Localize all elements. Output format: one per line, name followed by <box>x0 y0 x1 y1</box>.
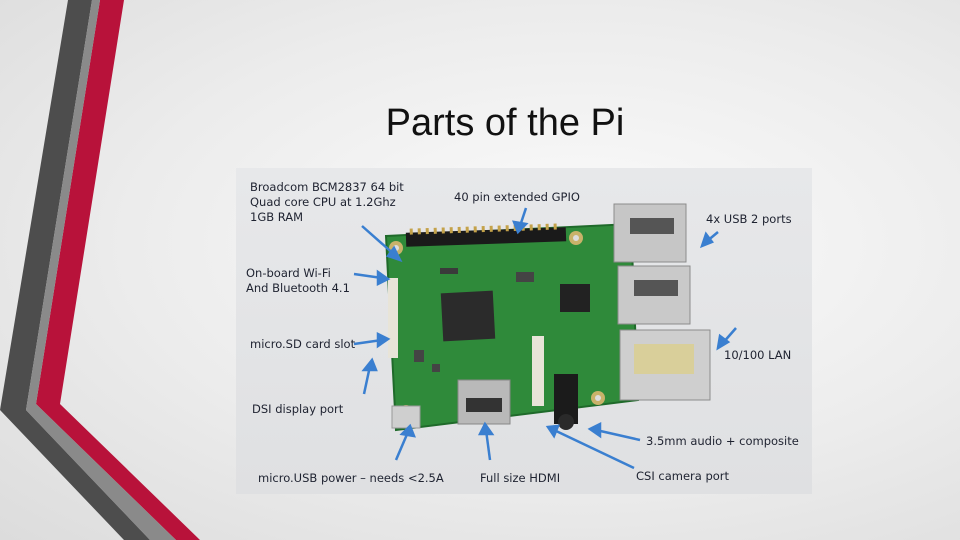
label-power: micro.USB power – needs <2.5A <box>258 471 444 486</box>
label-csi: CSI camera port <box>636 469 729 484</box>
label-usb: 4x USB 2 ports <box>706 212 792 227</box>
label-hdmi: Full size HDMI <box>480 471 560 486</box>
label-cpu-line1: Broadcom BCM2837 64 bit <box>250 180 404 195</box>
dsi-connector <box>388 278 398 358</box>
label-wifi-line1: On-board Wi-Fi <box>246 266 350 281</box>
label-cpu: Broadcom BCM2837 64 bit Quad core CPU at… <box>250 180 404 225</box>
csi-connector <box>532 336 544 406</box>
slide-title: Parts of the Pi <box>0 102 960 145</box>
label-wifi: On-board Wi-Fi And Bluetooth 4.1 <box>246 266 350 296</box>
label-cpu-line3: 1GB RAM <box>250 210 404 225</box>
label-wifi-line2: And Bluetooth 4.1 <box>246 281 350 296</box>
micro-usb-port <box>392 406 420 428</box>
cpu-chip <box>441 291 495 342</box>
raspberry-pi-photo: Broadcom BCM2837 64 bit Quad core CPU at… <box>236 168 812 494</box>
label-lan: 10/100 LAN <box>724 348 791 363</box>
label-gpio: 40 pin extended GPIO <box>454 190 580 205</box>
label-audio: 3.5mm audio + composite <box>646 434 799 449</box>
label-cpu-line2: Quad core CPU at 1.2Ghz <box>250 195 404 210</box>
label-sd: micro.SD card slot <box>250 337 355 352</box>
label-dsi: DSI display port <box>252 402 343 417</box>
